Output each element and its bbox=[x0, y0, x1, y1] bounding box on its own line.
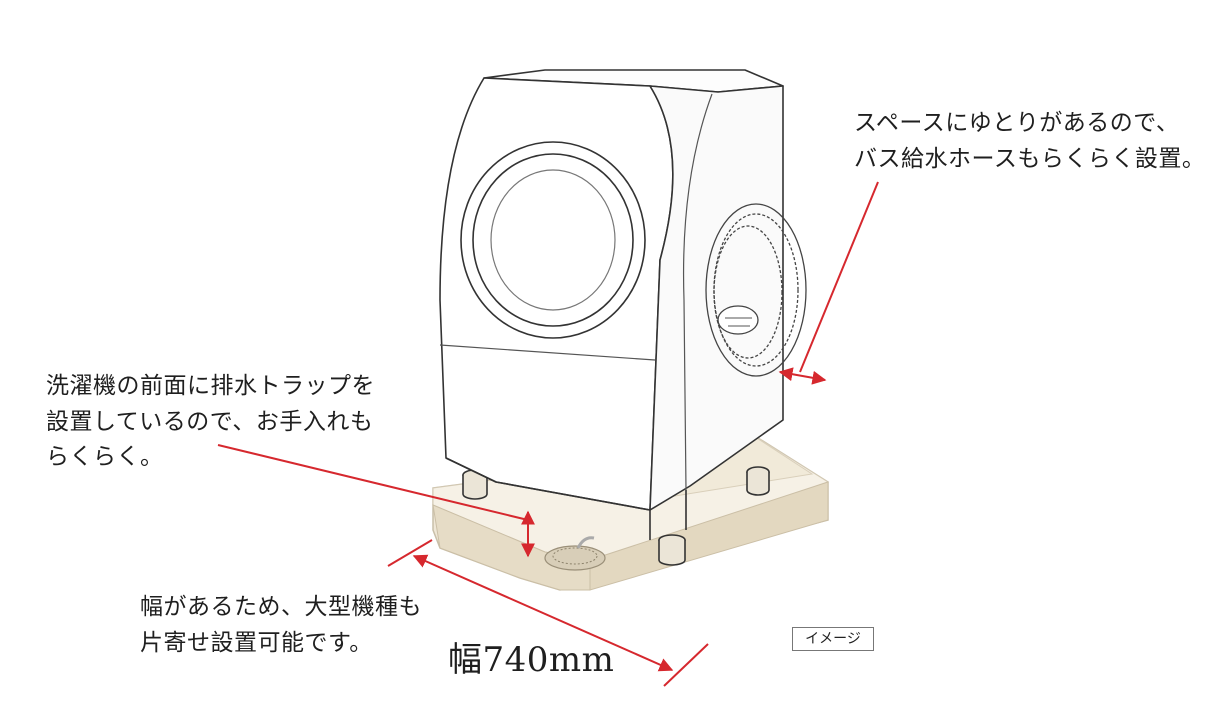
width-right-tick bbox=[663, 643, 709, 687]
annotation-lines bbox=[217, 181, 879, 687]
hose-caption-line-2: バス給水ホースもらくらく設置。 bbox=[854, 145, 1206, 172]
width-dimension-arrow bbox=[412, 554, 674, 672]
trap-caption-line-3: らくらく。 bbox=[46, 444, 164, 471]
width-left-tick bbox=[387, 539, 433, 567]
width-caption-line-1: 幅があるため、大型機種も bbox=[140, 594, 422, 620]
trap-callout-line bbox=[217, 444, 529, 521]
hose-clearance-arrow bbox=[778, 367, 827, 385]
width-caption: 幅があるため、大型機種も 片寄せ設置可能です。 bbox=[140, 590, 422, 661]
hose-caption-line-1: スペースにゆとりがあるので、 bbox=[854, 110, 1180, 136]
hose-callout-line bbox=[799, 181, 879, 373]
image-badge: イメージ bbox=[792, 627, 874, 651]
shower-hose-illustration bbox=[705, 203, 807, 377]
washing-machine-illustration bbox=[439, 69, 784, 540]
hose-caption: スペースにゆとりがあるので、 バス給水ホースもらくらく設置。 bbox=[854, 106, 1205, 177]
trap-caption-line-1: 洗濯機の前面に排水トラップを bbox=[46, 373, 375, 399]
trap-caption: 洗濯機の前面に排水トラップを 設置しているので、お手入れも らくらく。 bbox=[46, 369, 375, 476]
trap-caption-line-2: 設置しているので、お手入れも bbox=[46, 408, 374, 435]
width-dimension-label: 幅740mm bbox=[448, 640, 615, 680]
width-caption-line-2: 片寄せ設置可能です。 bbox=[140, 629, 373, 656]
